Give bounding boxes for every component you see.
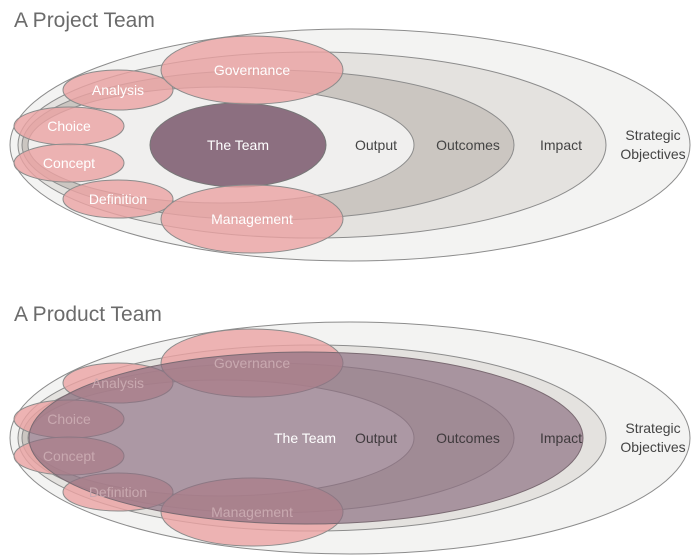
governance-label: Governance	[214, 355, 290, 371]
concept-label: Concept	[43, 448, 95, 464]
governance-ellipse	[160, 35, 344, 105]
choice-label: Choice	[47, 118, 91, 134]
the-team-ellipse	[28, 351, 584, 525]
analysis-label: Analysis	[92, 82, 144, 98]
output-label: Output	[355, 137, 397, 153]
project-team-diagram: Governance Analysis Choice Concept Defin…	[9, 28, 691, 262]
analysis-ellipse	[62, 69, 174, 111]
choice-label: Choice	[47, 411, 91, 427]
strategic-label: Strategic	[625, 127, 680, 143]
definition-ellipse	[62, 179, 174, 219]
definition-label: Definition	[89, 484, 147, 500]
management-ellipse	[160, 184, 344, 254]
product-team-title: A Product Team	[14, 303, 162, 326]
analysis-label: Analysis	[92, 375, 144, 391]
objectives-label: Objectives	[620, 439, 685, 455]
strategic-label: Strategic	[625, 420, 680, 436]
management-label: Management	[211, 504, 293, 520]
output-label: Output	[355, 430, 397, 446]
objectives-label: Objectives	[620, 146, 685, 162]
impact-label: Impact	[540, 137, 582, 153]
the-team-label: The Team	[274, 430, 336, 446]
definition-label: Definition	[89, 191, 147, 207]
concept-ellipse	[13, 143, 125, 183]
concept-label: Concept	[43, 155, 95, 171]
the-team-label: The Team	[207, 137, 269, 153]
outcomes-label: Outcomes	[436, 137, 500, 153]
management-label: Management	[211, 211, 293, 227]
outcomes-label: Outcomes	[436, 430, 500, 446]
governance-label: Governance	[214, 62, 290, 78]
project-team-title: A Project Team	[14, 9, 155, 32]
impact-label: Impact	[540, 430, 582, 446]
